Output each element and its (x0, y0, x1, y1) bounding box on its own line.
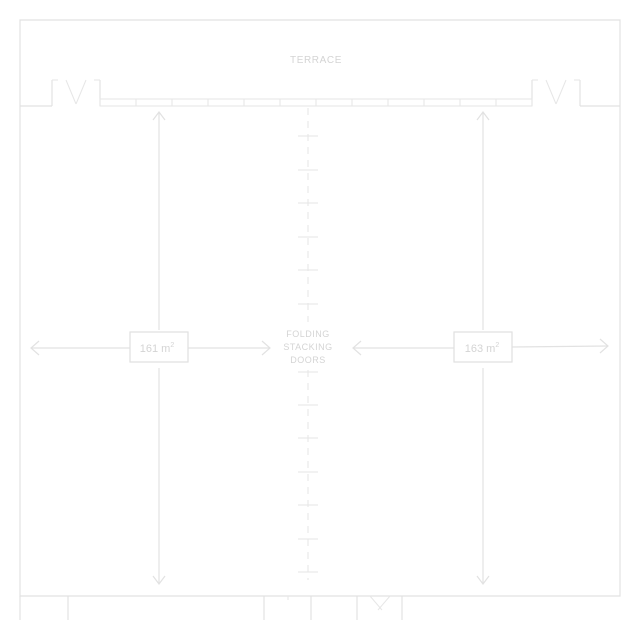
partition-label-line-2: STACKING (283, 342, 332, 352)
left-room-area-unit: 2 (170, 342, 174, 349)
left-room-area: 161 m (140, 343, 171, 355)
left-room-area-label: 161 m2 (129, 331, 189, 363)
glazing-strip (99, 98, 533, 107)
left-terrace-door (52, 79, 100, 105)
right-terrace-door (532, 79, 580, 105)
right-room-area: 163 m (465, 343, 496, 355)
svg-text:163 m2: 163 m2 (465, 342, 500, 355)
right-room-area-label: 163 m2 (453, 331, 513, 363)
svg-text:161 m2: 161 m2 (140, 342, 175, 355)
terrace-label: TERRACE (290, 55, 342, 66)
right-room-dimensions (352, 111, 609, 585)
partition-label-line-1: FOLDING (286, 329, 330, 339)
partition-folding-doors (298, 108, 318, 580)
left-room-dimensions (30, 111, 271, 585)
building-walls (19, 80, 621, 597)
bottom-wall-openings (19, 595, 403, 620)
terrace-area: TERRACE (19, 19, 621, 106)
right-room-area-unit: 2 (495, 342, 499, 349)
partition-label-line-3: DOORS (290, 355, 326, 365)
